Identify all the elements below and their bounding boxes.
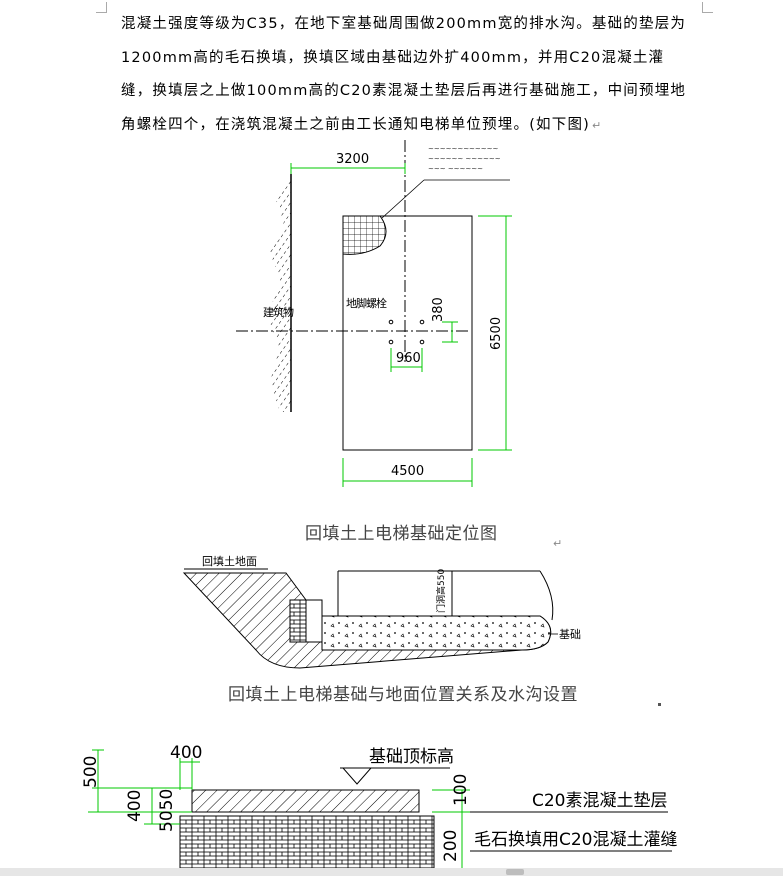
anchor-dot bbox=[658, 703, 661, 706]
paragraph-return-mark: ↵ bbox=[592, 118, 603, 132]
dimension-380 bbox=[442, 321, 458, 343]
dim-380-text: 380 bbox=[431, 297, 446, 322]
dim-100: 100 bbox=[451, 774, 471, 806]
detail-grid bbox=[342, 215, 387, 255]
body-paragraph: 混凝土强度等级为C35，在地下室基础周围做200mm宽的排水沟。基础的垫层为12… bbox=[121, 16, 687, 133]
building-wall bbox=[268, 174, 292, 412]
height-label: 门洞高550 bbox=[435, 569, 447, 613]
figure-1-caption: 回填土上电梯基础定位图 bbox=[305, 524, 498, 544]
horizontal-scrollbar[interactable] bbox=[0, 868, 783, 876]
dim-500: 500 bbox=[81, 756, 101, 788]
scrollbar-thumb[interactable] bbox=[506, 869, 524, 875]
dimension-960 bbox=[390, 348, 423, 372]
c20-cushion bbox=[191, 789, 420, 813]
dimension-3200 bbox=[290, 163, 406, 174]
caption-return-mark: ↵ bbox=[553, 537, 563, 550]
anchor-bolts bbox=[388, 319, 425, 345]
dimension-6500 bbox=[478, 215, 512, 451]
rubble-fill bbox=[179, 815, 435, 869]
foundation-label: 基础 bbox=[559, 628, 581, 641]
figure-2-section: 门洞高550 回填土地面 基础 bbox=[182, 554, 581, 669]
dim-400-top: 400 bbox=[170, 743, 202, 763]
dim-4500-text: 4500 bbox=[391, 464, 424, 479]
page-corner-mark bbox=[702, 2, 713, 13]
elevation-marker bbox=[341, 767, 373, 785]
dim-960-text: 960 bbox=[396, 351, 421, 366]
top-elevation-label: 基础顶标高 bbox=[369, 747, 454, 767]
dim-3200-text: 3200 bbox=[336, 152, 369, 167]
dimension-4500 bbox=[342, 458, 473, 487]
note-block: ~~~~~~~~~~~~ ~~~~~~ ~~~~~~ ~~~ ~~~~~~ bbox=[428, 145, 501, 173]
figure-1-plan: 建筑物 ~~~~~~~~~~~~ ~~~~~~ ~~~~~~ ~~~ ~~~~~… bbox=[236, 140, 512, 487]
page-corner-mark bbox=[96, 2, 107, 13]
bolt-label: 地脚螺栓 bbox=[346, 296, 387, 310]
fill-label: 毛石换填用C20混凝土灌缝 bbox=[474, 830, 678, 850]
dim-400-left: 400 bbox=[125, 790, 145, 822]
dim-200: 200 bbox=[441, 830, 461, 862]
figure-3-detail: 基础顶标高 400 500 400 5050 100 200 C20素混凝土垫层… bbox=[81, 743, 678, 869]
dim-6500-text: 6500 bbox=[489, 317, 504, 350]
drain-trench bbox=[305, 599, 323, 643]
svg-text:~~~ ~~~~~~: ~~~ ~~~~~~ bbox=[428, 165, 483, 173]
dim-5050: 5050 bbox=[157, 789, 177, 832]
svg-text:~~~~~~~~~~~~: ~~~~~~~~~~~~ bbox=[428, 145, 499, 153]
svg-text:~~~~~~ ~~~~~~: ~~~~~~ ~~~~~~ bbox=[428, 155, 501, 163]
figure-2-caption: 回填土上电梯基础与地面位置关系及水沟设置 bbox=[228, 685, 578, 705]
foundation-outline bbox=[342, 215, 473, 451]
cushion-label: C20素混凝土垫层 bbox=[532, 791, 668, 811]
ground-label: 回填土地面 bbox=[202, 554, 257, 568]
wall-label: 建筑物 bbox=[263, 305, 294, 319]
